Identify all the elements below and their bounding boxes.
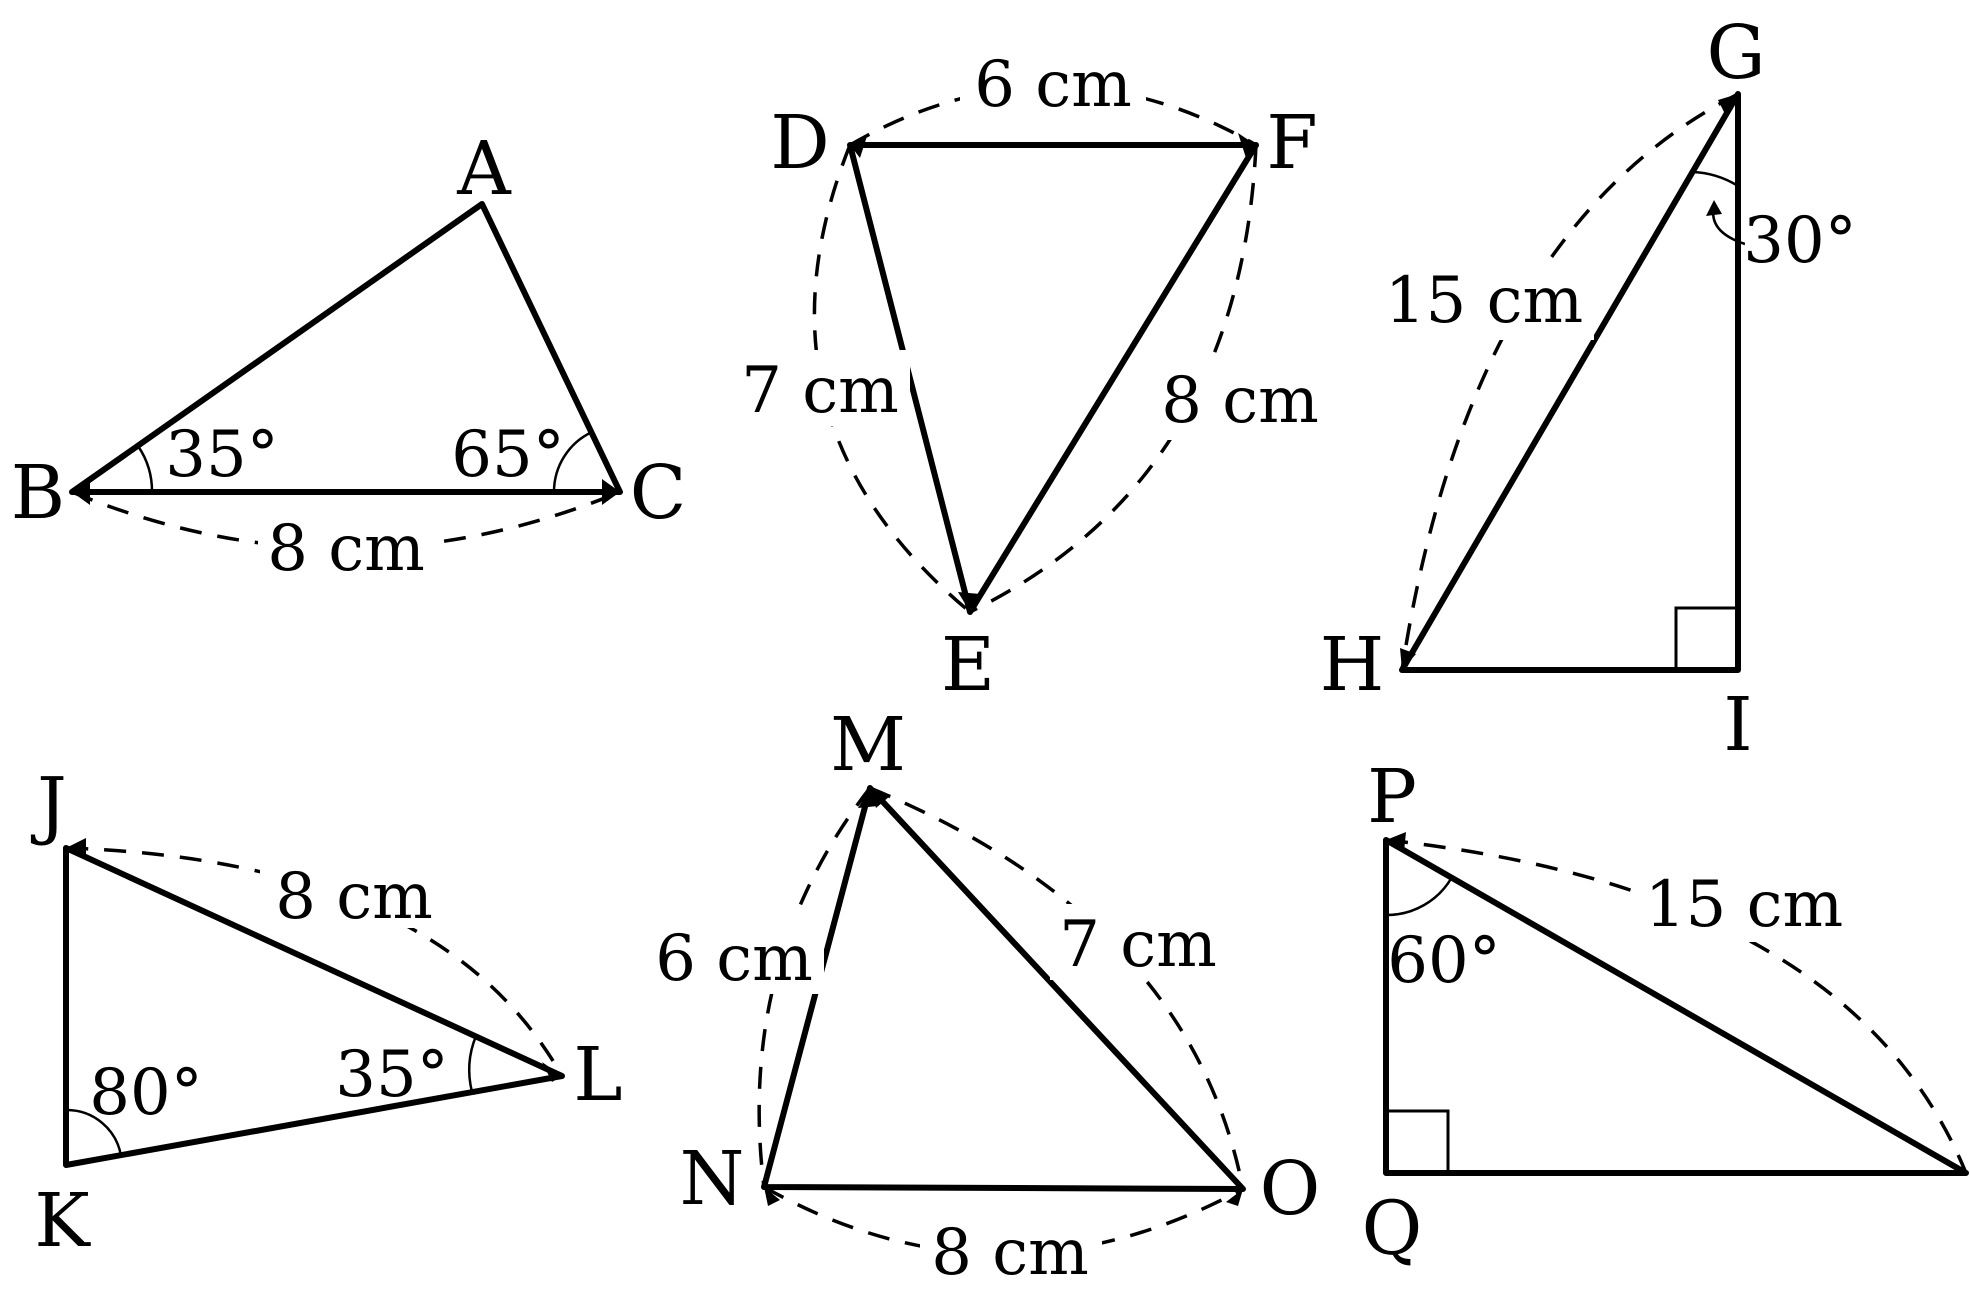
angle-k-arc [65, 1108, 123, 1157]
angle-g-label: 30° [1743, 204, 1856, 278]
angle-g-arc [1691, 170, 1739, 188]
arrowhead [1238, 133, 1256, 158]
side-ef-label: 8 cm [1161, 364, 1319, 438]
vertex-j-label: J [30, 762, 67, 848]
angle-b-label: 35° [165, 418, 278, 492]
vertex-n-label: N [680, 1136, 745, 1222]
label-mask [1632, 864, 1854, 942]
vertex-b-label: B [11, 450, 65, 536]
triangle-mno-outline [761, 785, 1246, 1192]
angle-k-label: 80° [89, 1056, 202, 1130]
vertex-a-label: A [456, 126, 512, 212]
angle-l-arc [468, 1035, 478, 1093]
triangle-mno: 6 cm 7 cm 8 cm M N O [644, 702, 1320, 1290]
triangle-def-side-ef-dimension [969, 144, 1258, 614]
angle-c-label: 65° [451, 418, 564, 492]
label-mask [920, 1214, 1102, 1290]
angle-p-arc [1385, 876, 1454, 917]
vertex-f-label: F [1266, 100, 1317, 186]
label-mask [1146, 364, 1326, 440]
label-mask [960, 52, 1146, 122]
vertex-e-label: E [941, 622, 995, 708]
side-hypotenuse-label: 15 cm [1645, 868, 1843, 942]
angle-b-arc [136, 445, 154, 493]
label-mask [644, 918, 824, 994]
arrowhead [542, 1062, 562, 1082]
side-mn-label: 6 cm [655, 922, 813, 996]
right-angle-marker-i [1674, 606, 1740, 672]
arrowhead [602, 479, 620, 505]
arrowhead [72, 479, 90, 505]
vertex-m-label: M [830, 702, 906, 788]
vertex-h-label: H [1320, 622, 1385, 708]
arrowhead [958, 592, 980, 612]
triangle-def: 6 cm 7 cm 8 cm D E F [730, 48, 1326, 708]
side-gh-label: 15 cm [1385, 264, 1583, 338]
angle-c-arc [552, 430, 593, 493]
arrowhead [764, 1187, 780, 1206]
vertex-i-label: I [1723, 682, 1752, 768]
triangle-jkl-outline [63, 845, 565, 1168]
triangle-abc-side-label: 8 cm [267, 512, 425, 586]
vertex-c-label: C [630, 450, 687, 536]
triangle-pqr: 15 cm 60° P Q [1362, 754, 1969, 1272]
label-mask [258, 512, 434, 580]
vertex-l-label: L [573, 1032, 622, 1118]
triangle-jkl: 8 cm 80° 35° J K L [30, 762, 622, 1264]
triangle-pqr-outline [1383, 837, 1969, 1176]
arrowhead [1386, 832, 1406, 852]
vertex-d-label: D [770, 100, 829, 186]
arrowhead [858, 788, 878, 808]
triangle-ghi: 15 cm 30° G H I [1320, 10, 1863, 768]
vertex-k-label: K [34, 1178, 91, 1264]
vertex-g-label: G [1706, 10, 1765, 96]
vertex-p-label: P [1367, 754, 1417, 840]
triangle-ghi-outline [1399, 91, 1741, 673]
side-no-label: 8 cm [931, 1216, 1089, 1290]
arrowhead [1226, 1189, 1243, 1206]
side-df-label: 6 cm [974, 48, 1132, 122]
label-mask [1378, 262, 1594, 340]
vertex-q-label: Q [1362, 1186, 1423, 1272]
arrowhead [1706, 200, 1722, 216]
arrowhead [850, 133, 868, 158]
triangle-abc: 8 cm 35° 65° A B C [11, 126, 687, 586]
arrowhead [1718, 94, 1738, 116]
arrowhead [1400, 648, 1416, 670]
arrowhead [870, 788, 890, 808]
vertex-o-label: O [1260, 1146, 1321, 1232]
side-mo-label: 7 cm [1059, 908, 1217, 982]
right-angle-marker-q [1384, 1109, 1450, 1175]
label-mask [1050, 904, 1228, 980]
triangle-def-side-de-dimension [812, 144, 972, 614]
angle-p-label: 60° [1387, 924, 1500, 998]
side-de-label: 7 cm [741, 354, 899, 428]
angle-l-label: 35° [335, 1038, 448, 1112]
arrowhead [66, 838, 86, 858]
label-mask [730, 350, 910, 426]
triangle-abc-outline [69, 201, 623, 495]
label-mask [1745, 196, 1863, 272]
label-mask [260, 856, 446, 928]
side-jl-label: 8 cm [275, 860, 433, 934]
triangle-pqr-side-hypotenuse-dimension [1385, 838, 1968, 1174]
